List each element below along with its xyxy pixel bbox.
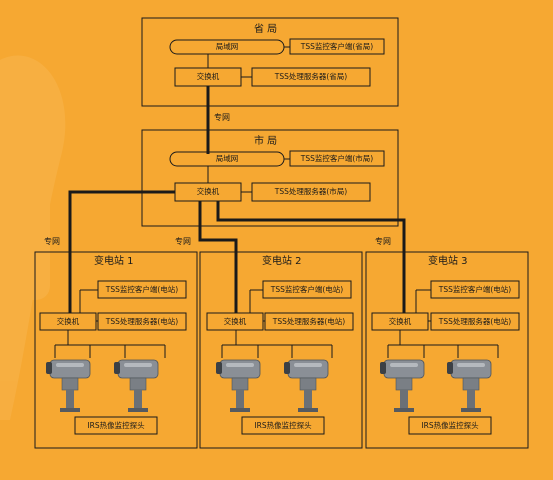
station-3-client-label: TSS监控客户端(电站)	[438, 285, 512, 294]
province-client-label: TSS监控客户端(省局)	[300, 42, 374, 51]
station-1-client-label: TSS监控客户端(电站)	[105, 285, 179, 294]
station-2	[199, 251, 363, 449]
station-3-net-label: 专网	[375, 237, 391, 246]
city-frame	[141, 129, 399, 227]
station-2-title: 变电站 2	[262, 256, 302, 267]
thermal-camera-icon	[379, 359, 425, 413]
city-switch-label: 交换机	[196, 187, 220, 196]
thermal-camera-icon	[446, 359, 492, 413]
thermal-camera-icon	[215, 359, 261, 413]
station-3-camera-label: IRS热像监控探头	[421, 421, 479, 430]
station-1-title: 变电站 1	[94, 256, 134, 267]
province-server-label: TSS处理服务器(省局)	[274, 72, 348, 81]
station-2-net-label: 专网	[175, 237, 191, 246]
station-links	[68, 190, 406, 313]
station-2-client-label: TSS监控客户端(电站)	[270, 285, 344, 294]
province-frame	[141, 17, 399, 107]
station-3	[365, 251, 529, 449]
station-1-switch-label: 交换机	[56, 317, 80, 326]
city-client-label: TSS监控客户端(市局)	[300, 154, 374, 163]
background-watermark	[0, 55, 66, 420]
province-title: 省 局	[254, 24, 278, 35]
private-net-label: 专网	[214, 113, 230, 122]
thermal-camera-icon	[283, 359, 329, 413]
station-3-title: 变电站 3	[428, 256, 468, 267]
city-server-label: TSS处理服务器(市局)	[274, 187, 348, 196]
station-3-server-label: TSS处理服务器(电站)	[438, 317, 512, 326]
province-switch-label: 交换机	[196, 72, 220, 81]
province-lan-label: 局域网	[215, 42, 239, 51]
station-2-switch-label: 交换机	[223, 317, 247, 326]
city-title: 市 局	[254, 136, 278, 147]
station-2-camera-label: IRS热像监控探头	[254, 421, 312, 430]
thermal-camera-icon	[113, 359, 159, 413]
station-3-switch-label: 交换机	[388, 317, 412, 326]
station-1-camera-label: IRS热像监控探头	[87, 421, 145, 430]
city-lan-label: 局域网	[215, 154, 239, 163]
thermal-camera-icon	[45, 359, 91, 413]
station-1	[34, 251, 198, 449]
station-2-server-label: TSS处理服务器(电站)	[272, 317, 346, 326]
station-1-server-label: TSS处理服务器(电站)	[105, 317, 179, 326]
station-1-net-label: 专网	[44, 237, 60, 246]
